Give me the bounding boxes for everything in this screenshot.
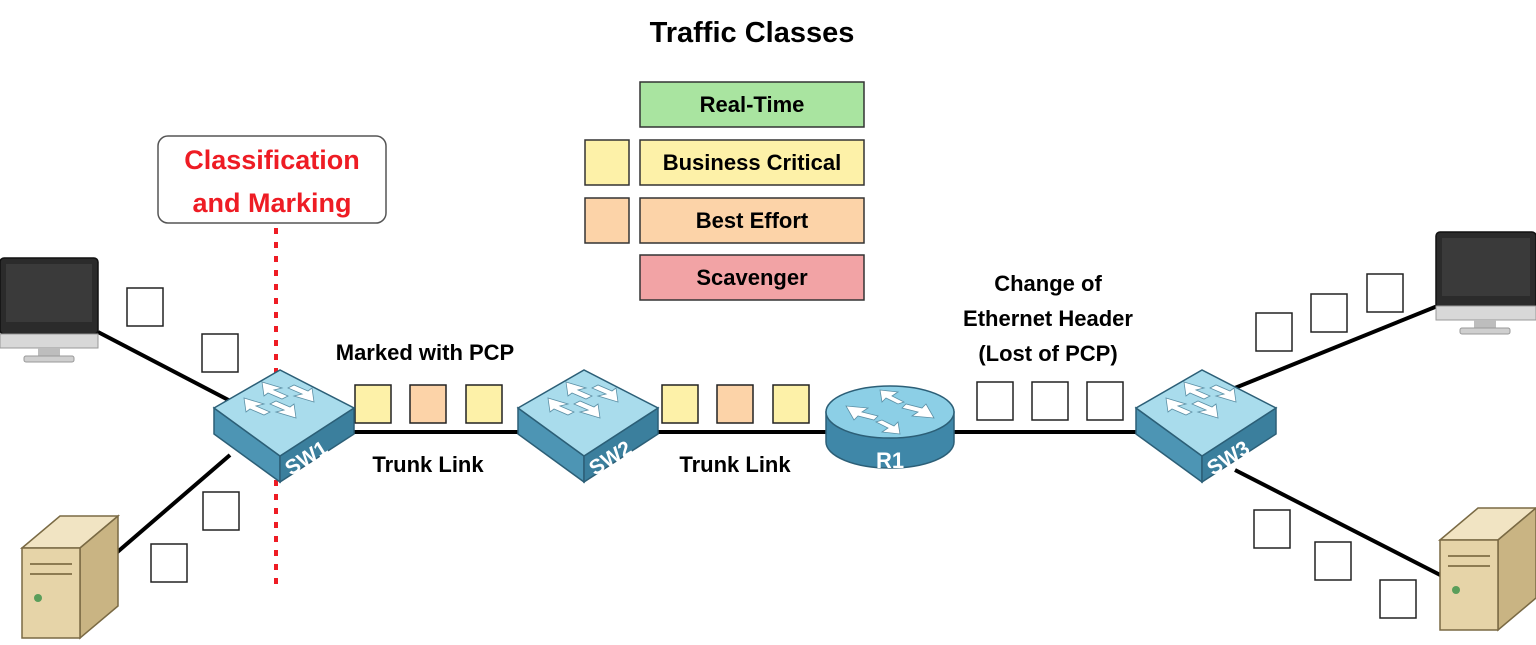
class-realtime: Real-Time (639, 81, 865, 128)
link-server-sw1 (98, 453, 232, 569)
frame (1255, 312, 1293, 352)
router-r1-label: R1 (876, 448, 904, 473)
frame-business-critical (661, 384, 699, 424)
class-best-effort-label: Best Effort (696, 208, 809, 233)
class-best-effort-box (639, 197, 865, 244)
change-header-line3: (Lost of PCP) (978, 341, 1117, 366)
frame (1086, 381, 1124, 421)
server-right[interactable] (1437, 507, 1536, 632)
frame (126, 287, 164, 327)
frame-business-critical (354, 384, 392, 424)
frame (1031, 381, 1069, 421)
trunk-link-label-1: Trunk Link (372, 452, 484, 477)
class-business-critical: Business Critical (584, 139, 865, 186)
class-business-critical-label: Business Critical (663, 150, 842, 175)
server-icon (21, 547, 81, 639)
frame (976, 381, 1014, 421)
frame-business-critical (772, 384, 810, 424)
class-business-critical-swatch (584, 139, 630, 186)
trunk-link-label-2: Trunk Link (679, 452, 791, 477)
classification-callout: Classification and Marking (157, 135, 387, 224)
server-icon (1439, 539, 1499, 631)
frame (1253, 509, 1291, 549)
frame (201, 333, 239, 373)
link-pc-sw1 (97, 330, 239, 407)
class-business-critical-box (639, 139, 865, 186)
class-realtime-box (639, 81, 865, 128)
class-scavenger-label: Scavenger (696, 265, 808, 290)
pc-left[interactable] (0, 257, 99, 363)
classification-line2: and Marking (192, 188, 351, 218)
traffic-class-legend: Real-Time Business Critical Best Effort … (584, 81, 865, 301)
link-sw3-server (1234, 468, 1451, 582)
switch-sw1[interactable]: SW1 (213, 369, 355, 483)
change-header-line1: Change of (994, 271, 1102, 296)
frames (126, 273, 1417, 619)
class-best-effort-swatch (584, 197, 630, 244)
class-scavenger: Scavenger (639, 254, 865, 301)
legend-title: Traffic Classes (650, 17, 855, 49)
switch-sw3[interactable]: SW3 (1135, 369, 1277, 483)
server-left[interactable] (19, 514, 121, 640)
class-scavenger-box (639, 254, 865, 301)
frame (1310, 293, 1348, 333)
frame (150, 543, 188, 583)
frame-best-effort (716, 384, 754, 424)
frame-business-critical (465, 384, 503, 424)
change-header-line2: Ethernet Header (963, 306, 1133, 331)
classification-line1: Classification (184, 145, 360, 175)
frame (202, 491, 240, 531)
marked-with-pcp-label: Marked with PCP (336, 340, 514, 365)
class-realtime-label: Real-Time (700, 92, 805, 117)
link-sw3-pc (1224, 303, 1441, 394)
switch-sw2[interactable]: SW2 (517, 369, 659, 483)
frame (1314, 541, 1352, 581)
frame (1379, 579, 1417, 619)
class-best-effort: Best Effort (584, 197, 865, 244)
router-r1[interactable]: R1 (825, 385, 955, 473)
frame (1366, 273, 1404, 313)
pc-right[interactable] (1435, 231, 1536, 335)
frame-best-effort (409, 384, 447, 424)
